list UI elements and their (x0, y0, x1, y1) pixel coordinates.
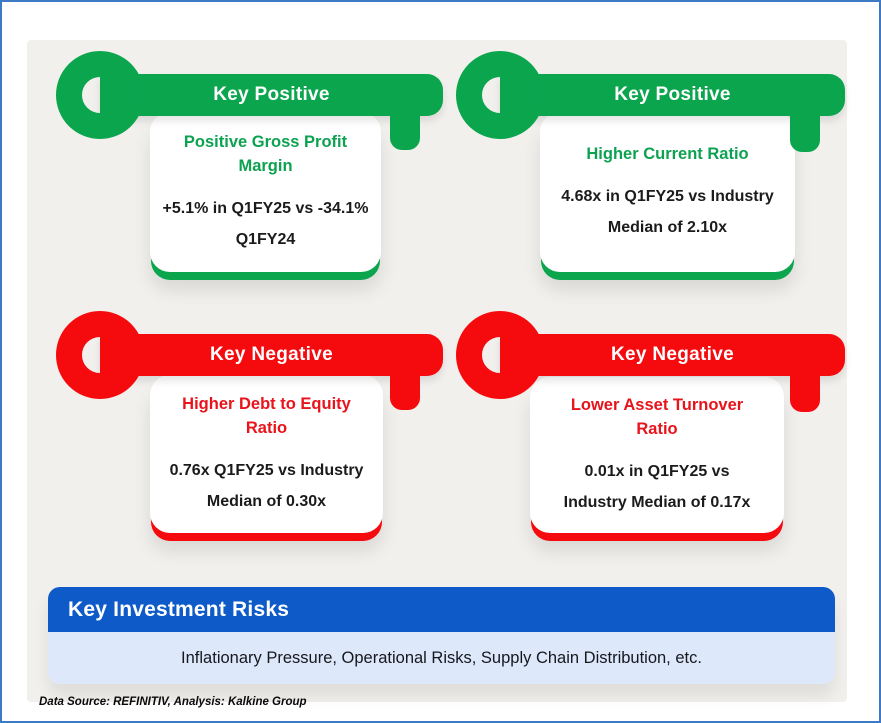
metric-detail: 0.01x in Q1FY25 vs Industry Median of 0.… (563, 462, 751, 511)
key-tooth-icon (390, 96, 420, 150)
key-shaft-icon (500, 74, 845, 116)
risks-title: Key Investment Risks (68, 598, 290, 621)
key-label: Key Positive (213, 84, 330, 105)
key-tooth-icon (390, 356, 420, 410)
metric-title: Lower Asset Turnover Ratio (570, 395, 744, 438)
data-source-note: Data Source: REFINITIV, Analysis: Kalkin… (39, 696, 307, 708)
risks-text: Inflationary Pressure, Operational Risks… (181, 649, 702, 667)
metric-card: Positive Gross Profit Margin +5.1% in Q1… (150, 112, 381, 272)
metric-title: Positive Gross Profit Margin (183, 132, 348, 175)
key-tooth-icon (790, 96, 820, 152)
risks-header: Key Investment Risks (48, 587, 835, 632)
key-negative-card-1: Higher Debt to Equity Ratio 0.76x Q1FY25… (27, 40, 847, 702)
metric-card: Higher Debt to Equity Ratio 0.76x Q1FY25… (150, 375, 383, 533)
key-positive-card-1: Positive Gross Profit Margin +5.1% in Q1… (27, 40, 847, 702)
metric-card: Higher Current Ratio 4.68x in Q1FY25 vs … (540, 112, 795, 272)
key-label: Key Negative (210, 344, 333, 365)
risks-body: Inflationary Pressure, Operational Risks… (48, 632, 835, 684)
key-shaft-icon (100, 74, 443, 116)
metric-detail: +5.1% in Q1FY25 vs -34.1% Q1FY24 (162, 199, 369, 248)
key-label: Key Positive (614, 84, 731, 105)
key-positive-card-2: Higher Current Ratio 4.68x in Q1FY25 vs … (27, 40, 847, 702)
content-panel: Positive Gross Profit Margin +5.1% in Q1… (27, 40, 847, 702)
metric-detail: 4.68x in Q1FY25 vs Industry Median of 2.… (561, 187, 774, 236)
key-negative-card-2: Lower Asset Turnover Ratio 0.01x in Q1FY… (27, 40, 847, 702)
metric-detail: 0.76x Q1FY25 vs Industry Median of 0.30x (169, 461, 364, 510)
metric-title: Higher Debt to Equity Ratio (182, 394, 351, 437)
metric-title: Higher Current Ratio (586, 144, 749, 163)
key-label: Key Negative (611, 344, 734, 365)
investment-risks-section: Key Investment Risks Inflationary Pressu… (48, 587, 835, 684)
key-shaft-icon (500, 334, 845, 376)
metric-card: Lower Asset Turnover Ratio 0.01x in Q1FY… (530, 377, 784, 533)
key-tooth-icon (790, 356, 820, 412)
key-shaft-icon (100, 334, 443, 376)
